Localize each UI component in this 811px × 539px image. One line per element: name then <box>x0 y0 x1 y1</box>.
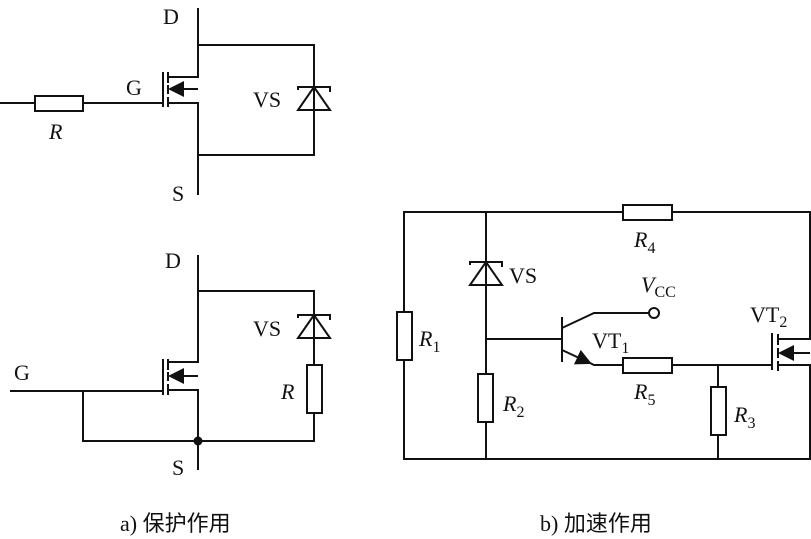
r5-label: R5 <box>633 379 655 409</box>
zener-label: VS <box>509 263 537 288</box>
zener-diode-vs <box>296 313 332 339</box>
resistor-r <box>34 95 84 112</box>
gate-label: G <box>126 75 142 100</box>
transistor-vt1 <box>561 312 649 366</box>
vcc-label: VCC <box>641 272 676 301</box>
junction-dot <box>193 436 203 446</box>
resistor-r4 <box>622 204 673 221</box>
zener-label: VS <box>253 87 281 112</box>
caption-b: b) 加速作用 <box>540 511 652 536</box>
zener-label: VS <box>253 316 281 341</box>
circuit-a-bottom: D G S VS R <box>10 248 332 480</box>
drain-label: D <box>165 248 181 273</box>
vt2-label: VT2 <box>750 302 787 331</box>
drain-label: D <box>163 4 179 29</box>
resistor-r3 <box>710 386 727 436</box>
r3-label: R3 <box>733 402 755 432</box>
r2-label: R2 <box>502 391 524 421</box>
zener-diode-vs <box>296 85 332 111</box>
r4-label: R4 <box>633 227 655 257</box>
source-label: S <box>172 181 184 206</box>
resistor-r1 <box>396 311 413 361</box>
resistor-label: R <box>48 119 63 144</box>
circuit-a-top: D G S VS R <box>0 4 332 206</box>
gate-label: G <box>14 360 30 385</box>
r1-label: R1 <box>418 326 440 356</box>
vcc-terminal <box>648 307 660 319</box>
caption-a: a) 保护作用 <box>120 511 231 536</box>
resistor-r <box>306 364 323 414</box>
resistor-label: R <box>280 379 295 404</box>
vt1-label: VT1 <box>592 328 629 357</box>
source-label: S <box>172 455 184 480</box>
resistor-r5 <box>622 357 673 374</box>
circuit-b: VS R1 R2 R3 R4 R5 VCC VT1 VT2 <box>396 204 811 460</box>
zener-diode-vs <box>468 260 504 286</box>
resistor-r2 <box>477 373 494 423</box>
mosfet-vt2 <box>771 333 810 371</box>
